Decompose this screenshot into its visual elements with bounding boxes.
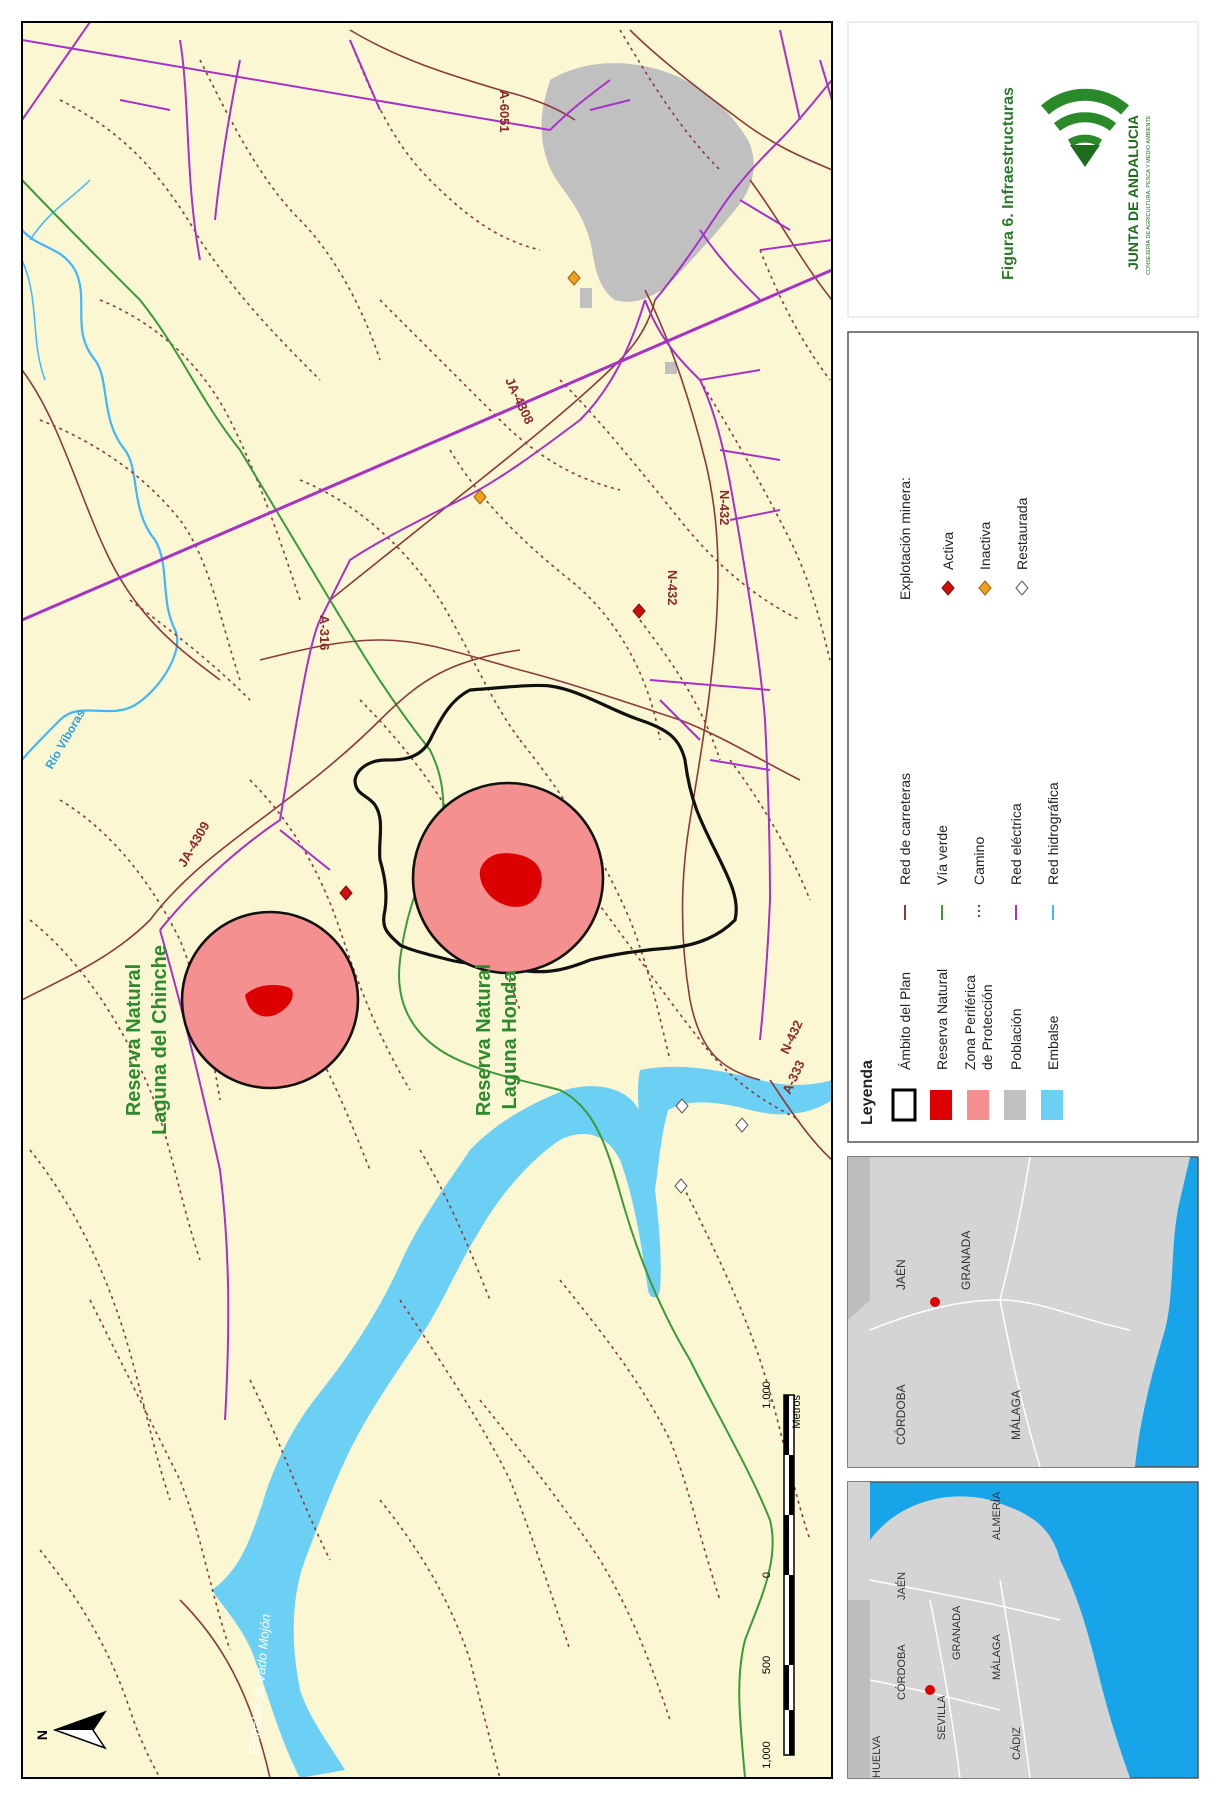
junta-andalucia-logo-icon (1041, 88, 1129, 167)
legend-area-town: Población (1008, 1009, 1024, 1071)
mine-restored (675, 1098, 689, 1114)
legend-swatch-plan (891, 1088, 917, 1122)
legend-line-via-verde-label: Vía verde (934, 825, 950, 885)
legend-swatch-reservoir (1041, 1090, 1063, 1120)
reserve-laguna-chinche (245, 984, 293, 1017)
mine-restored (735, 1117, 749, 1133)
scale-tick-right: 1,000 (761, 1381, 773, 1409)
road-west (179, 1599, 271, 1778)
legend-area-reserve: Reserva Natural (934, 969, 950, 1070)
roads (22, 29, 832, 1778)
legend-area-reservoir: Embalse (1045, 1015, 1061, 1070)
legend-mining-inactive: Inactiva (977, 522, 993, 570)
legend: Leyenda Ámbito del Plan Reserva Natural … (847, 331, 1199, 1143)
inset-andalucia-label: SEVILLA (936, 1695, 948, 1740)
legend-mining-restored-icon (1015, 580, 1029, 596)
legend-mining-active: Activa (940, 532, 956, 570)
road-east (749, 179, 832, 301)
legend-line-hydro-label: Red hidrográfica (1045, 782, 1061, 885)
title-panel: Figura 6. Infraestructuras JUNTA DE ANDA… (847, 21, 1199, 318)
reserve-honda-line2: Laguna Honda (499, 970, 521, 1110)
legend-mining-restored: Restaurada (1014, 497, 1030, 570)
reserve-label-chinche: Reserva Natural Laguna del Chinche (123, 945, 171, 1135)
inset-andalucia-label: HUELVA (871, 1735, 883, 1778)
road-a-6051 (349, 29, 576, 121)
mine-inactive (567, 270, 581, 286)
inset-andalucia: JAÉN ALMERÍA CÓRDOBA GRANADA SEVILLA MÁL… (847, 1481, 1199, 1779)
scale-bar: 1,000 500 0 1,000 Metros (761, 1381, 803, 1769)
scale-tick-500: 500 (761, 1656, 773, 1674)
road-ja-4308 (329, 299, 656, 601)
legend-title: Leyenda (859, 1060, 876, 1125)
inset-andalucia-label: MÁLAGA (990, 1633, 1003, 1680)
road-n-432 (644, 289, 761, 1081)
via-verde (22, 179, 774, 1778)
river-viboras (22, 229, 179, 761)
mine-inactive (473, 489, 487, 505)
road-a-316 (259, 639, 801, 781)
road-label-a-6051: A-6051 (497, 90, 512, 133)
reservoir-east-arm (637, 1066, 832, 1190)
legend-swatch-town (1004, 1090, 1026, 1120)
reserve-honda-line1: Reserva Natural (473, 964, 495, 1116)
north-label: N (34, 1730, 50, 1740)
road-a-333 (769, 1079, 832, 1161)
road-label-n-432-a: N-432 (717, 490, 732, 525)
town-fragment (580, 288, 592, 308)
org-name: JUNTA DE ANDALUCIA (1125, 115, 1141, 270)
road-label-n-432-b: N-432 (665, 570, 680, 605)
inset-region: JAÉN GRANADA CÓRDOBA MÁLAGA (847, 1156, 1199, 1468)
legend-area-protection-1: Zona Periférica (962, 975, 978, 1070)
inset-region-label: CÓRDOBA (893, 1384, 908, 1445)
power-lines (22, 22, 832, 1421)
inset-andalucia-label: ALMERÍA (990, 1491, 1003, 1540)
town-area (541, 63, 754, 302)
inset-andalucia-location-icon (925, 1685, 935, 1695)
legend-area-plan: Ámbito del Plan (897, 972, 913, 1070)
town-fragment (665, 362, 677, 374)
inset-region-label: JAÉN (893, 1259, 908, 1290)
legend-mining-title: Explotación minera: (897, 477, 913, 600)
legend-area-protection-2: de Protección (979, 984, 995, 1070)
inset-region-label: MÁLAGA (1008, 1390, 1023, 1440)
scale-tick-0: 0 (761, 1572, 773, 1578)
inset-andalucia-label: GRANADA (951, 1605, 963, 1660)
reservoir-vado-mojon (212, 1086, 661, 1778)
scale-unit: Metros (791, 1395, 803, 1429)
reserve-label-honda: Reserva Natural Laguna Honda (473, 964, 521, 1116)
inset-region-label: GRANADA (959, 1231, 973, 1290)
road-north (22, 369, 221, 681)
map-frame (21, 21, 833, 1779)
road-northeast (629, 29, 832, 171)
legend-mining-inactive-icon (978, 580, 992, 596)
legend-line-camino-label: Camino (971, 837, 987, 885)
figure-title: Figura 6. Infraestructuras (1000, 87, 1017, 280)
legend-mining-active-icon (941, 580, 955, 596)
legend-line-roads-label: Red de carreteras (897, 773, 913, 885)
mine-restored (674, 1178, 688, 1194)
legend-swatch-reserve (930, 1090, 952, 1120)
inset-andalucia-label: CÓRDOBA (895, 1644, 908, 1700)
org-subtitle: CONSEJERÍA DE AGRICULTURA, PESCA Y MEDIO… (1145, 115, 1152, 275)
north-arrow-icon: N (34, 1710, 107, 1750)
tracks-camino (29, 29, 831, 1778)
road-label-a-316: A-316 (317, 615, 332, 650)
legend-line-power-label: Red eléctrica (1008, 803, 1024, 885)
river-tributary (22, 179, 91, 381)
inset-andalucia-label: JAÉN (895, 1572, 908, 1600)
scale-tick-left: 1,000 (761, 1741, 773, 1769)
reserve-laguna-honda (479, 853, 542, 907)
mine-active (632, 603, 646, 619)
reserve-chinche-line1: Reserva Natural (123, 964, 145, 1116)
legend-swatch-protection (967, 1090, 989, 1120)
reserve-chinche-line2: Laguna del Chinche (149, 945, 171, 1135)
main-map: Reserva Natural Laguna del Chinche Reser… (22, 22, 832, 1778)
mine-active (339, 885, 353, 901)
inset-region-location-icon (930, 1297, 940, 1307)
inset-andalucia-label: CÁDIZ (1010, 1727, 1023, 1760)
road-ja-4309 (22, 649, 521, 1001)
